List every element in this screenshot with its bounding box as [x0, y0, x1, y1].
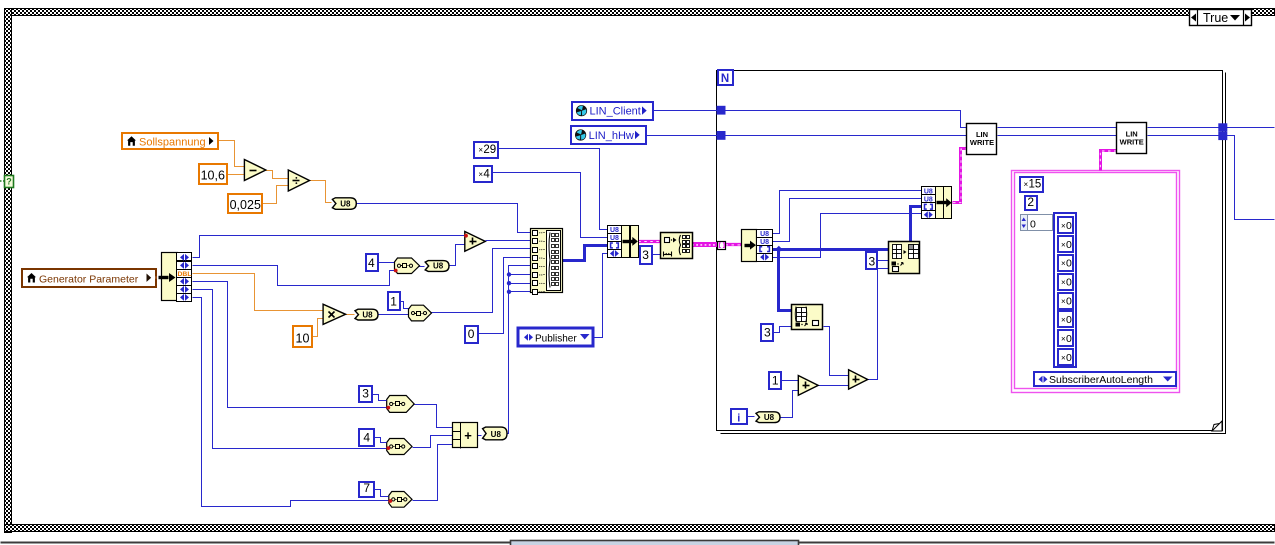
svg-text:LIN: LIN	[1126, 130, 1138, 139]
svg-text:3: 3	[362, 386, 369, 400]
svg-text:4: 4	[368, 256, 375, 270]
svg-text:0,025: 0,025	[230, 198, 261, 212]
svg-text:4: 4	[483, 169, 490, 181]
svg-text:?: ?	[6, 177, 12, 187]
svg-text:U8: U8	[340, 200, 351, 209]
svg-text:0: 0	[1066, 333, 1072, 345]
svg-text:15: 15	[1029, 178, 1042, 190]
svg-text:WRITE: WRITE	[1120, 138, 1144, 147]
svg-text:×: ×	[1061, 316, 1066, 325]
svg-text:U8: U8	[924, 188, 933, 195]
svg-text:U8: U8	[764, 413, 775, 422]
svg-text:N: N	[721, 73, 729, 85]
svg-text:LIN_hHw: LIN_hHw	[589, 130, 634, 142]
svg-text:U8: U8	[610, 235, 619, 242]
svg-text:2: 2	[1027, 195, 1034, 209]
svg-text:×: ×	[1061, 278, 1066, 287]
svg-text:LIN: LIN	[976, 130, 988, 139]
svg-text:0: 0	[1066, 258, 1072, 270]
svg-text:0: 0	[1066, 314, 1072, 326]
svg-text:10: 10	[296, 332, 310, 346]
svg-text:U8: U8	[760, 239, 769, 246]
svg-text:0: 0	[468, 327, 475, 341]
svg-text:U8: U8	[760, 231, 769, 238]
svg-text:0: 0	[1066, 239, 1072, 251]
svg-text:4: 4	[363, 431, 370, 445]
svg-text:U8: U8	[362, 310, 373, 319]
svg-text:0: 0	[1066, 352, 1072, 364]
svg-text:U8: U8	[433, 262, 444, 271]
svg-text:DBL: DBL	[178, 271, 192, 278]
svg-text:WRITE: WRITE	[970, 138, 994, 147]
svg-text:×: ×	[1061, 221, 1066, 230]
svg-text:×: ×	[478, 170, 483, 179]
svg-text:+: +	[464, 428, 472, 443]
svg-text:×: ×	[478, 146, 483, 155]
svg-text:3: 3	[764, 325, 771, 339]
svg-text:×: ×	[1061, 240, 1066, 249]
svg-text:3: 3	[868, 254, 875, 268]
svg-text:Sollspannung: Sollspannung	[139, 137, 206, 149]
svg-text:0: 0	[1066, 276, 1072, 288]
svg-text:U8: U8	[491, 430, 502, 439]
svg-text:×: ×	[1061, 335, 1066, 344]
svg-text:×: ×	[1061, 297, 1066, 306]
svg-text:0: 0	[1030, 218, 1036, 230]
svg-text:LIN_Client: LIN_Client	[590, 106, 641, 118]
svg-text:×: ×	[1024, 180, 1029, 189]
svg-text:7: 7	[363, 481, 370, 495]
svg-text:×: ×	[1061, 259, 1066, 268]
svg-text:Generator Parameter: Generator Parameter	[39, 273, 139, 285]
svg-text:1: 1	[390, 295, 397, 309]
svg-text:i: i	[737, 413, 740, 425]
svg-text:29: 29	[483, 144, 496, 156]
svg-text:10,6: 10,6	[201, 169, 225, 183]
svg-text:0: 0	[1066, 220, 1072, 232]
svg-text:U8: U8	[610, 227, 619, 234]
svg-text:1: 1	[772, 374, 779, 388]
svg-text:3: 3	[642, 248, 649, 262]
svg-text:SubscriberAutoLength: SubscriberAutoLength	[1049, 374, 1153, 386]
svg-text:Publisher: Publisher	[535, 333, 577, 344]
svg-text:True: True	[1203, 11, 1228, 25]
svg-text:0: 0	[1066, 295, 1072, 307]
svg-text:×: ×	[1061, 353, 1066, 362]
svg-text:U8: U8	[924, 196, 933, 203]
